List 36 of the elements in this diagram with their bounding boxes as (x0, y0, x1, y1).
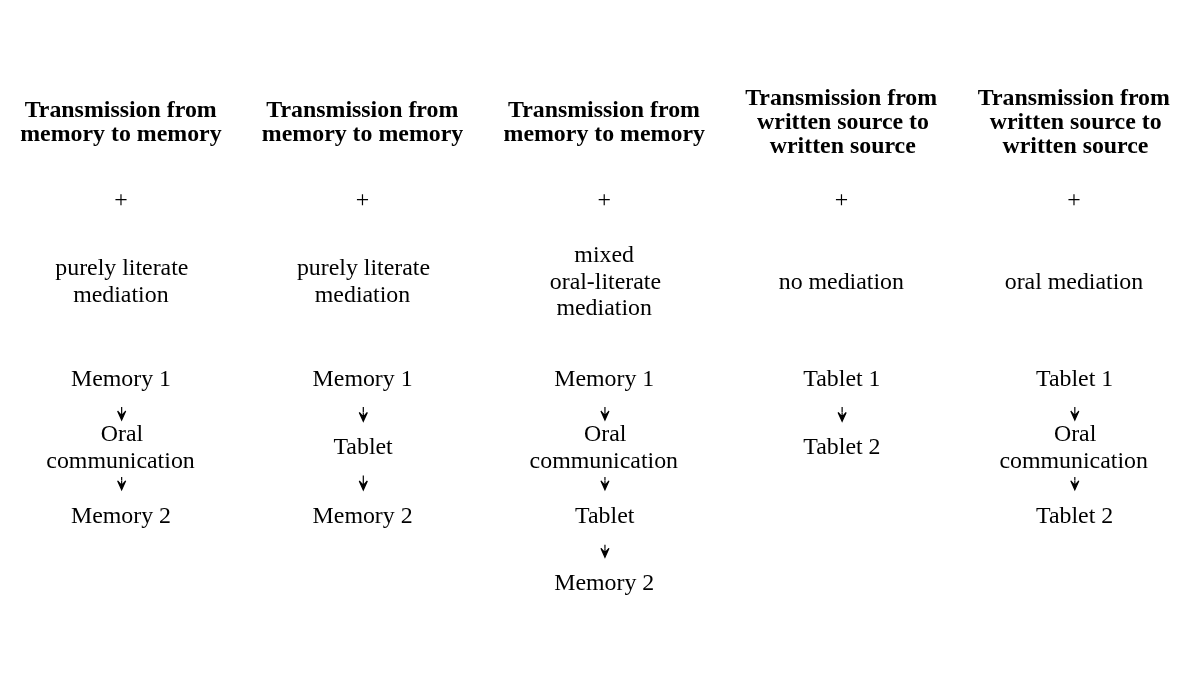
arrow (117, 475, 127, 490)
node-text: Memory 2 (554, 568, 655, 595)
label: + (597, 184, 611, 211)
node-text: Oral communication (46, 419, 195, 473)
label: Transmission from memory to memory (261, 95, 464, 146)
label: + (114, 184, 128, 211)
label: Transmission from memory to memory (20, 95, 222, 146)
node-text: Oral communication (999, 419, 1148, 473)
node-text: Memory 1 (70, 363, 172, 390)
node-text: Memory 2 (312, 501, 413, 528)
node-text: Tablet 2 (1036, 501, 1114, 528)
arrow (837, 405, 847, 422)
label: oral mediation (1004, 267, 1144, 294)
label: purely literate mediation (296, 253, 431, 307)
label: no mediation (778, 267, 904, 294)
label: + (1067, 184, 1081, 211)
node-text: Memory 1 (554, 363, 655, 390)
label: + (834, 184, 849, 211)
label: + (355, 184, 370, 211)
arrow (1070, 475, 1080, 490)
arrow (600, 475, 610, 490)
node-text: Tablet (575, 501, 635, 528)
label: Transmission from memory to memory (503, 95, 705, 146)
label: Transmission from written source to written source (745, 83, 938, 158)
label: mixed oral-literate mediation (549, 240, 662, 320)
node-text: Tablet 1 (803, 363, 881, 390)
node-text: Oral communication (529, 419, 679, 473)
node-text: Memory 1 (312, 363, 413, 390)
node-text: Memory 2 (70, 501, 172, 528)
label: Transmission from written source to written source (977, 83, 1170, 158)
label: purely literate mediation (55, 253, 189, 307)
node-text: Tablet 1 (1036, 363, 1114, 390)
node-text: Tablet 2 (803, 432, 881, 459)
node-text: Tablet (333, 432, 393, 459)
arrow (600, 543, 610, 558)
arrow (600, 405, 610, 421)
